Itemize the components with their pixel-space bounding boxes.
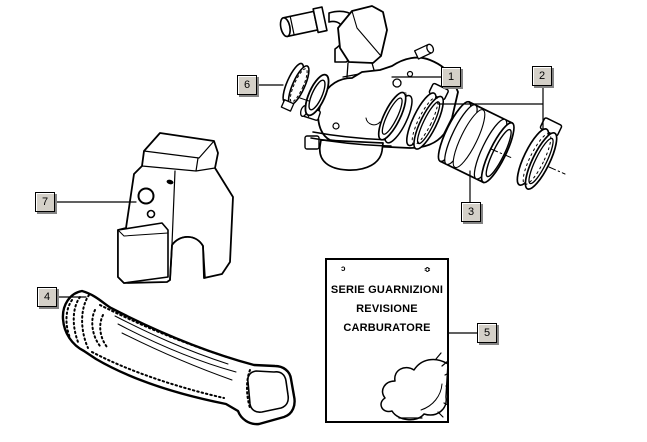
- clamp-right-drawing: [516, 117, 563, 190]
- clamp-small-drawing: [280, 62, 310, 112]
- cover-small-hole: [146, 209, 156, 219]
- float-bowl-drawing: [318, 139, 384, 171]
- kit-box-mark-left: ɔ: [341, 264, 346, 273]
- callout-button-4[interactable]: 4: [37, 287, 57, 307]
- callout-leader-lines: [54, 76, 544, 334]
- callout-button-3[interactable]: 3: [461, 202, 481, 222]
- callout-button-6[interactable]: 6: [237, 75, 257, 95]
- kit-box-line2: REVISIONE: [356, 303, 418, 315]
- gasket-outline-drawing: [380, 352, 447, 421]
- gasket-kit-box: ɔ ≎ SERIE GUARNIZIONI REVISIONE CARBURAT…: [325, 258, 449, 423]
- kit-box-line1: SERIE GUARNIZIONI: [330, 284, 444, 296]
- callout-button-2[interactable]: 2: [532, 66, 552, 86]
- center-axis-line: [299, 97, 566, 175]
- cable-adjuster-drawing: [279, 6, 328, 38]
- bellmouth-drawing: [304, 73, 330, 117]
- kit-box-text: SERIE GUARNIZIONI REVISIONE CARBURATORE: [327, 284, 447, 334]
- intake-duct-drawing: [61, 289, 296, 426]
- callout-button-5[interactable]: 5: [477, 323, 497, 343]
- clamp-left-drawing: [405, 82, 449, 150]
- leader-2: [437, 86, 544, 130]
- kit-box-line3: CARBURATORE: [343, 322, 431, 334]
- cover-rivet: [166, 179, 174, 185]
- cover-large-hole: [137, 187, 155, 205]
- callout-button-7[interactable]: 7: [35, 192, 55, 212]
- outlet-ring-drawing: [377, 91, 413, 144]
- cover-part-drawing: [117, 132, 234, 284]
- kit-box-mark-right: ≎: [424, 265, 431, 274]
- callout-button-1[interactable]: 1: [441, 67, 461, 87]
